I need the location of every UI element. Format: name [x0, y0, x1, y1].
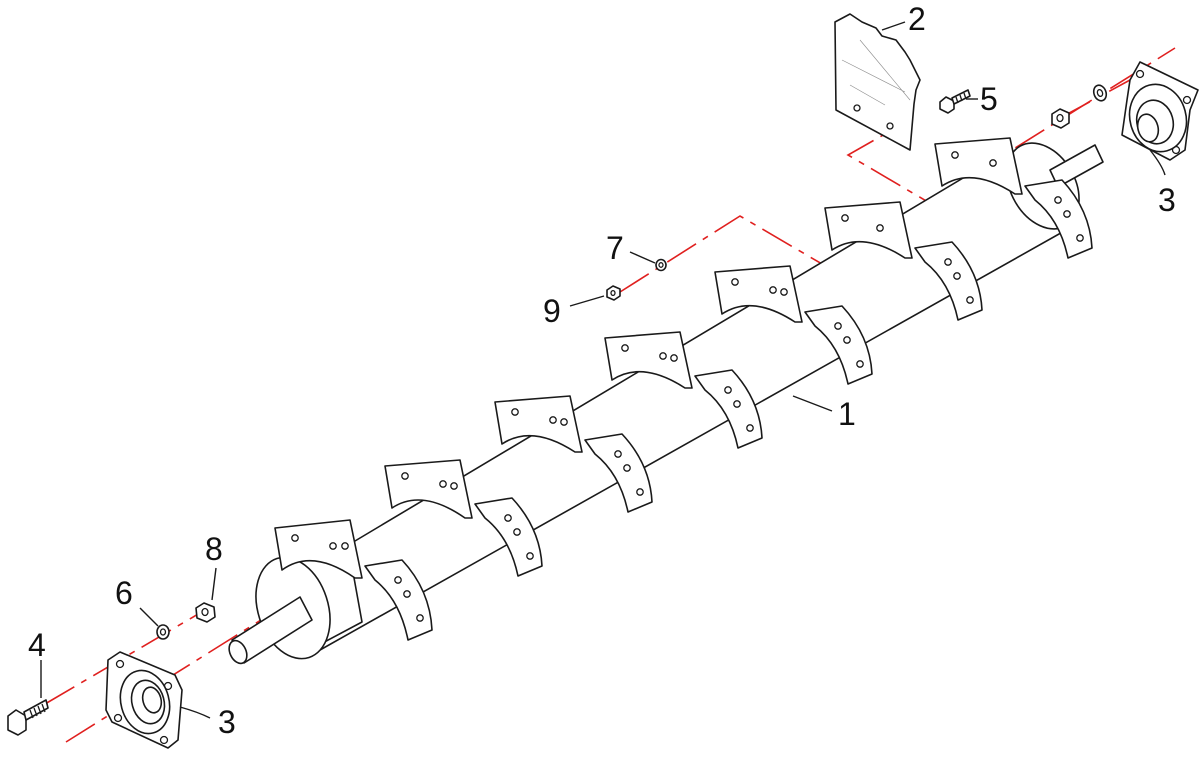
lower-paddle: [1024, 179, 1093, 259]
lower-paddle: [364, 559, 433, 641]
upper-paddle: [934, 137, 1023, 195]
lower-paddle: [584, 433, 653, 513]
lower-paddle: [694, 369, 763, 449]
callout-5: 5: [980, 81, 998, 117]
paddle-flights: [274, 137, 1093, 641]
washer-6: [156, 624, 170, 640]
callout-labels: 1 2 3 3 4 5 6 7 8 9: [28, 1, 1176, 740]
callout-2: 2: [908, 1, 926, 37]
callout-9: 9: [543, 293, 561, 329]
lower-paddle: [804, 305, 873, 385]
right-hardware-centerline: [1059, 79, 1131, 119]
hex-nut-8: [195, 602, 216, 623]
callout-7: 7: [606, 230, 624, 266]
washer-right: [1092, 84, 1108, 102]
upper-paddle: [274, 519, 363, 579]
hex-bolt-4: [7, 699, 49, 736]
leader-lines: [40, 21, 1166, 719]
upper-paddle: [714, 265, 803, 323]
leader-9: [569, 295, 605, 307]
auger-shaft: [228, 142, 1104, 665]
leader-2: [881, 21, 906, 31]
scraper-plate: [834, 13, 921, 151]
leader-8: [211, 567, 217, 601]
lock-washer-7: [655, 258, 667, 272]
leader-7: [629, 251, 656, 264]
hex-bolt-5: [939, 89, 971, 114]
callout-1: 1: [838, 396, 856, 432]
callout-3-left: 3: [218, 704, 236, 740]
hex-nut-9: [606, 285, 621, 301]
upper-paddle: [824, 201, 913, 259]
flange-bearing-right: [1121, 61, 1199, 161]
leader-3-left: [179, 706, 211, 719]
flange-bearing-left: [105, 651, 183, 749]
upper-paddle: [384, 459, 473, 519]
callout-4: 4: [28, 627, 46, 663]
hex-nut-right: [1051, 108, 1070, 129]
callout-8: 8: [205, 531, 223, 567]
upper-paddle: [494, 395, 583, 453]
upper-paddle: [604, 331, 693, 389]
leader-3-right: [1149, 149, 1166, 176]
left-bolt-centerline: [44, 609, 206, 705]
leader-1: [792, 395, 833, 412]
left-stub-end: [228, 639, 248, 665]
leader-6: [139, 607, 159, 627]
lower-paddle: [474, 497, 543, 577]
lower-paddle: [914, 241, 983, 321]
callout-3-right: 3: [1158, 182, 1176, 218]
callout-6: 6: [115, 575, 133, 611]
